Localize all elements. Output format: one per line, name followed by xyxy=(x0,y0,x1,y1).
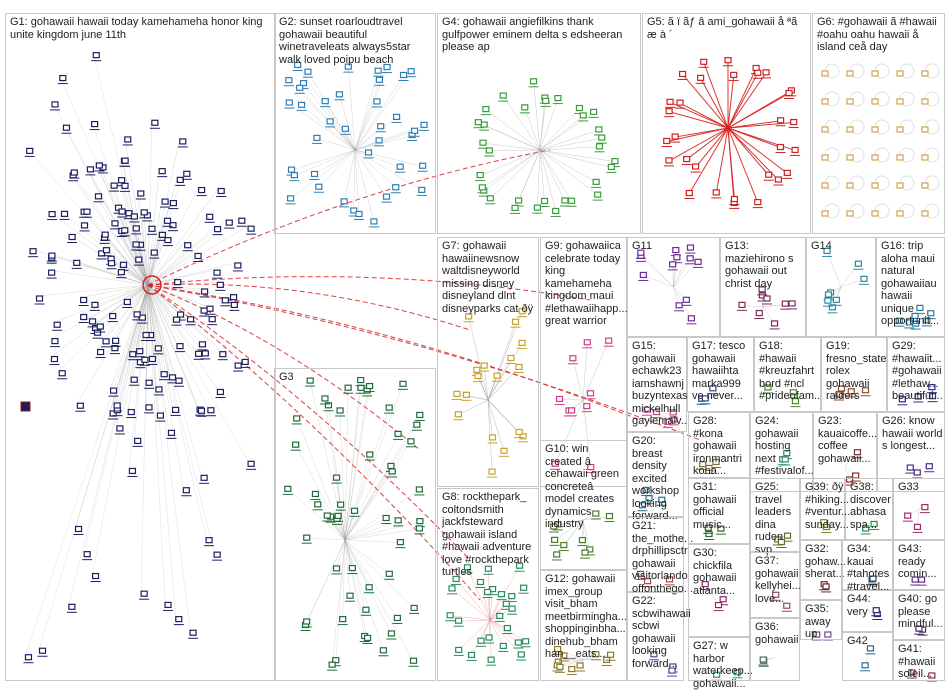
group-label-g12: G12: gohawaii imex_group visit_bham meet… xyxy=(545,573,626,661)
group-label-g41: G41: #hawaii soleil... xyxy=(898,643,944,680)
group-label-g35: G35: away up xyxy=(805,603,841,639)
group-label-g37: G37: gohawaii kellyhei... love... xyxy=(755,555,799,605)
group-label-g16: G16: trip aloha maui natural gohawaiiau … xyxy=(881,240,944,328)
group-panel-g37: G37: gohawaii kellyhei... love... xyxy=(750,552,800,618)
group-label-g2: G2: sunset roarloudtravel gohawaii beaut… xyxy=(279,16,435,66)
group-label-g4: G4: gohawaii angiefilkins thank gulfpowe… xyxy=(442,16,640,54)
group-panel-g20: G20: breast density excited workshop loo… xyxy=(627,432,684,517)
group-label-g29: G29: #hawaiit... #gohawaii #lethaw... be… xyxy=(892,340,944,403)
group-panel-g6: G6: #gohawaii ã #hawaii #oahu oahu hawai… xyxy=(812,13,945,234)
group-label-g42: G42 xyxy=(847,635,892,648)
group-panel-g42: G42 xyxy=(842,632,893,681)
group-label-g3: G3 xyxy=(279,371,435,384)
group-label-g14: G14 xyxy=(811,240,875,253)
group-label-g44: G44: very xyxy=(847,593,892,618)
group-label-g11: G11 xyxy=(632,240,719,253)
group-panel-g25: G25: travel leaders dina ruden svp... xyxy=(750,478,800,552)
group-panel-g27: G27: w harbor waterkeep... gohawaii... xyxy=(688,637,750,681)
group-label-g10: G10: win created â cehawaii green concre… xyxy=(545,443,626,531)
group-panel-g36: G36: gohawaii xyxy=(750,618,800,681)
group-label-g24: G24: gohawaii hosting next #festivalof..… xyxy=(755,415,812,478)
group-panel-g28: G28: #kona gohawaii ironmantri kona... xyxy=(688,412,750,478)
group-label-g5: G5: ã ï ãƒ â ami_gohawaii å ªã æ à ´ xyxy=(647,16,810,41)
group-label-g31: G31: gohawaii official music... xyxy=(693,481,749,531)
group-label-g30: G30: chickfila gohawaii atlanta... xyxy=(693,547,749,597)
group-panel-g35: G35: away up xyxy=(800,600,842,640)
group-label-g17: G17: tesco gohawaii hawaiihta marka999 v… xyxy=(692,340,753,403)
group-panel-g33: G33 xyxy=(893,478,945,540)
group-label-g36: G36: gohawaii xyxy=(755,621,799,646)
group-label-g25: G25: travel leaders dina ruden svp... xyxy=(755,481,799,551)
group-panel-g16: G16: trip aloha maui natural gohawaiiau … xyxy=(876,237,945,337)
group-panel-g17: G17: tesco gohawaii hawaiihta marka999 v… xyxy=(687,337,754,412)
group-panel-g5: G5: ã ï ãƒ â ami_gohawaii å ªã æ à ´ xyxy=(642,13,811,234)
group-label-g34: G34: kauai #tahotes #travel... xyxy=(847,543,892,589)
group-label-g39: G39: ðÿ #hiking... #ventur... sunday... xyxy=(805,481,844,531)
group-panel-g15: G15: gohawaii echawk23 iamshawnj buzynte… xyxy=(627,337,687,432)
group-panel-g34: G34: kauai #tahotes #travel... xyxy=(842,540,893,590)
group-panel-g22: G22: scbwihawaii scbwi gohawaii looking … xyxy=(627,592,684,681)
group-label-g27: G27: w harbor waterkeep... gohawaii... xyxy=(693,640,749,680)
group-label-g7: G7: gohawaii hawaiinewsnow waltdisneywor… xyxy=(442,240,538,315)
group-label-g32: G32: gohaw... sherat... xyxy=(805,543,841,581)
group-panel-g4: G4: gohawaii angiefilkins thank gulfpowe… xyxy=(437,13,641,234)
group-label-g6: G6: #gohawaii ã #hawaii #oahu oahu hawai… xyxy=(817,16,944,54)
group-panel-g29: G29: #hawaiit... #gohawaii #lethaw... be… xyxy=(887,337,945,412)
group-panel-g8: G8: rockthepark_ coltondsmith jackfstewa… xyxy=(437,488,539,681)
group-label-g23: G23: kauaicoffe... coffee gohawaii... xyxy=(818,415,876,465)
group-label-g13: G13: maziehirono s gohawaii out christ d… xyxy=(725,240,805,290)
group-panel-g43: G43: ready comin... xyxy=(893,540,945,590)
group-label-g15: G15: gohawaii echawk23 iamshawnj buzynte… xyxy=(632,340,686,428)
group-panel-g13: G13: maziehirono s gohawaii out christ d… xyxy=(720,237,806,337)
group-label-g19: G19: fresno_state rolex gohawaii raiders xyxy=(826,340,886,403)
group-label-g33: G33 xyxy=(898,481,944,494)
group-label-g26: G26: know hawaii world s longest... xyxy=(882,415,944,453)
group-panel-g10: G10: win created â cehawaii green concre… xyxy=(540,440,627,570)
group-label-g20: G20: breast density excited workshop loo… xyxy=(632,435,683,516)
group-panel-g40: G40: go please mindful... xyxy=(893,590,945,640)
group-label-g40: G40: go please mindful... xyxy=(898,593,944,631)
group-panel-g44: G44: very xyxy=(842,590,893,632)
group-label-g22: G22: scbwihawaii scbwi gohawaii looking … xyxy=(632,595,683,670)
group-panel-g11: G11 xyxy=(627,237,720,337)
group-panel-g14: G14 xyxy=(806,237,876,337)
group-panel-g39: G39: ðÿ #hiking... #ventur... sunday... xyxy=(800,478,845,540)
group-label-g1: G1: gohawaii hawaii today kamehameha hon… xyxy=(10,16,275,41)
group-panel-g19: G19: fresno_state rolex gohawaii raiders xyxy=(821,337,887,412)
group-panel-g31: G31: gohawaii official music... xyxy=(688,478,750,544)
group-panel-g3: G3 xyxy=(274,368,436,681)
group-panel-g32: G32: gohaw... sherat... xyxy=(800,540,842,600)
group-label-g9: G9: gohawaiica celebrate today king kame… xyxy=(545,240,626,328)
group-panel-g18: G18: #hawaii #kreuzfahrt bord #ncl #prid… xyxy=(754,337,821,412)
group-label-g21: G21: the_mothe... drphillipsctr gohawaii… xyxy=(632,520,683,591)
group-panel-g1: G1: gohawaii hawaii today kamehameha hon… xyxy=(5,13,276,681)
group-label-g28: G28: #kona gohawaii ironmantri kona... xyxy=(693,415,749,477)
group-panel-g38: G38: discover abhasa spa... xyxy=(845,478,893,540)
group-panel-g7: G7: gohawaii hawaiinewsnow waltdisneywor… xyxy=(437,237,539,487)
group-panel-g41: G41: #hawaii soleil... xyxy=(893,640,945,681)
group-label-g8: G8: rockthepark_ coltondsmith jackfstewa… xyxy=(442,491,538,579)
group-panel-g2: G2: sunset roarloudtravel gohawaii beaut… xyxy=(274,13,436,234)
group-label-g18: G18: #hawaii #kreuzfahrt bord #ncl #prid… xyxy=(759,340,820,403)
group-panel-g30: G30: chickfila gohawaii atlanta... xyxy=(688,544,750,637)
group-label-g43: G43: ready comin... xyxy=(898,543,944,581)
group-panel-g12: G12: gohawaii imex_group visit_bham meet… xyxy=(540,570,627,681)
group-panel-g21: G21: the_mothe... drphillipsctr gohawaii… xyxy=(627,517,684,592)
group-label-g38: G38: discover abhasa spa... xyxy=(850,481,892,531)
